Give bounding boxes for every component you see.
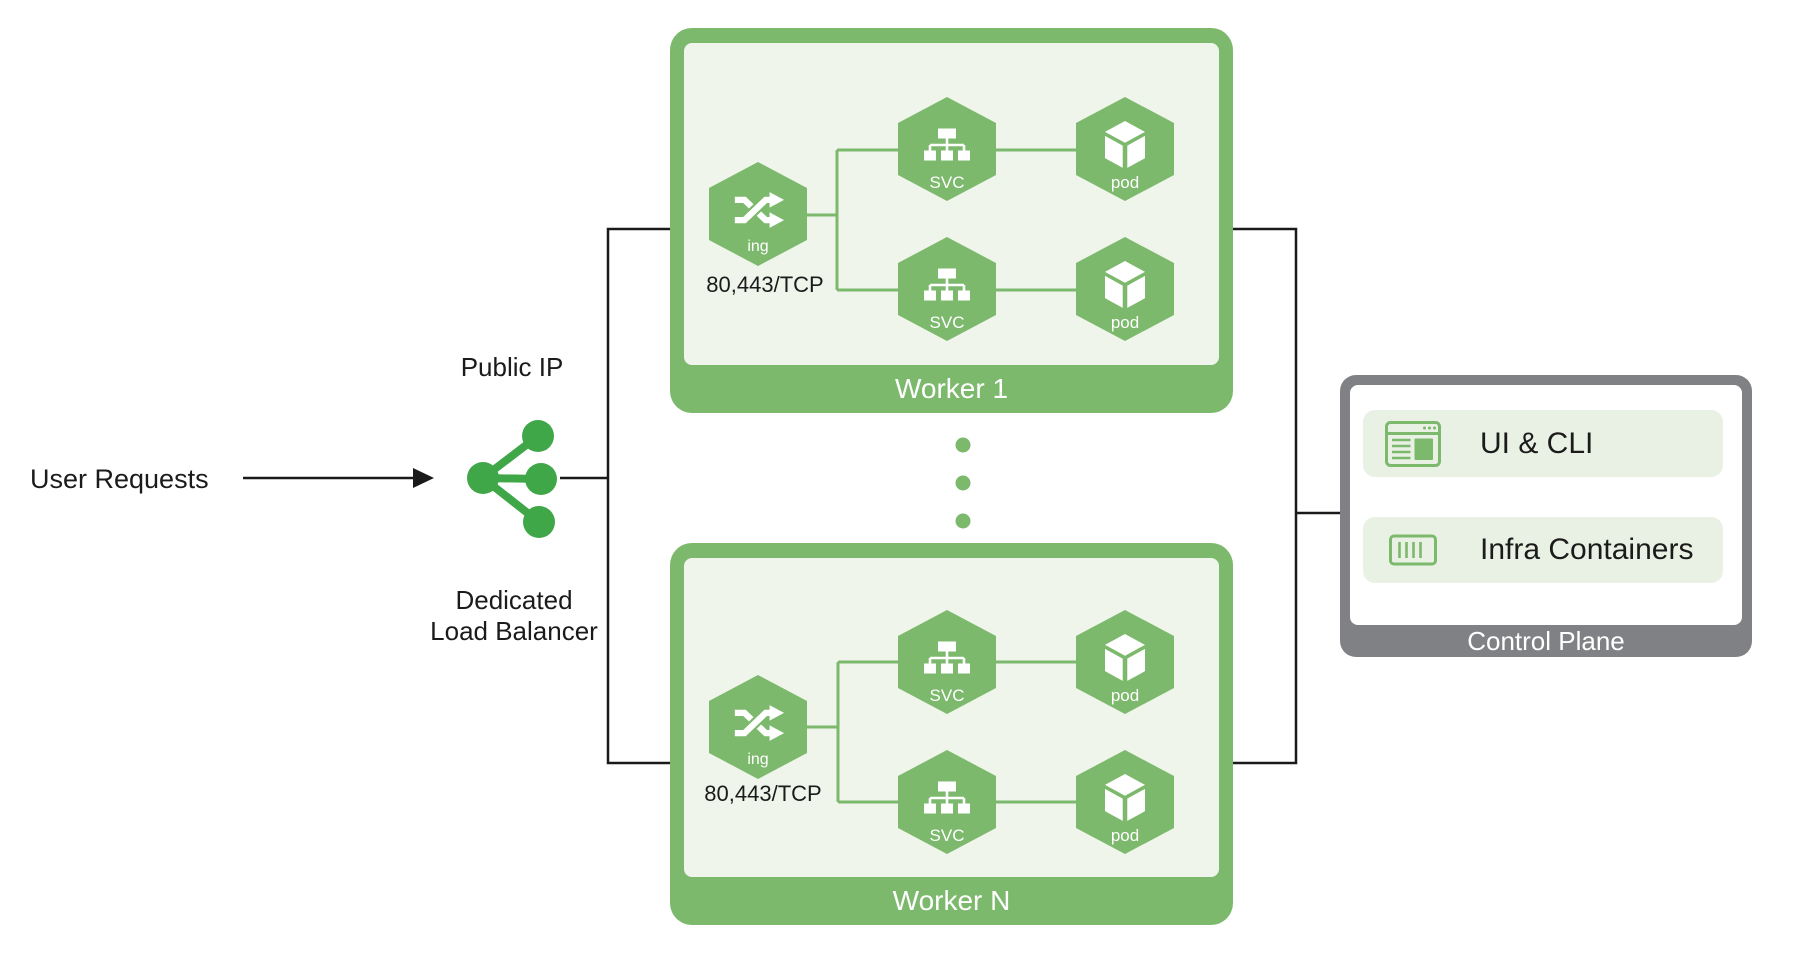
service-label: SVC	[929, 313, 965, 332]
load-balancer-label: Dedicated Load Balancer	[430, 585, 598, 647]
pod-hexagon: pod	[1076, 610, 1174, 714]
worker-title: Worker N	[892, 885, 1011, 916]
port-label: 80,443/TCP	[706, 272, 824, 297]
service-label: SVC	[929, 826, 965, 845]
ui-cli-row: UI & CLI	[1363, 410, 1723, 477]
control-plane-box: UI & CLI Infra Containers Control Plane	[1340, 375, 1752, 657]
load-balancer-icon	[467, 420, 557, 538]
worker1-link-lines	[807, 148, 1076, 292]
worker-box-n: ing SVC SVC	[670, 543, 1233, 925]
service-label: SVC	[929, 686, 965, 705]
cube-icon	[1105, 634, 1145, 681]
ingress-label: ing	[747, 238, 769, 255]
cube-icon	[1105, 121, 1145, 168]
worker-title: Worker 1	[894, 373, 1009, 404]
ingress-label: ing	[747, 751, 769, 768]
container-icon	[1389, 534, 1437, 566]
worker-box-1: ing SVC SVC	[670, 28, 1233, 413]
control-plane-title: Control Plane	[1467, 625, 1625, 656]
service-label: SVC	[929, 173, 965, 192]
ui-cli-label: UI & CLI	[1480, 426, 1594, 460]
service-tree-icon	[924, 128, 970, 161]
connector-right	[1233, 227, 1340, 765]
load-balancer-label-line2: Load Balancer	[430, 616, 598, 646]
pod-hexagon: pod	[1076, 97, 1174, 201]
pod-label: pod	[1110, 826, 1140, 845]
ellipsis-dots	[955, 437, 971, 529]
infra-containers-row: Infra Containers	[1363, 517, 1723, 583]
pod-hexagon: pod	[1076, 750, 1174, 854]
connector-left	[560, 227, 670, 765]
user-requests-label: User Requests	[30, 464, 209, 494]
cube-icon	[1105, 261, 1145, 308]
service-tree-icon	[924, 781, 970, 814]
service-tree-icon	[924, 268, 970, 301]
public-ip-label: Public IP	[460, 352, 564, 382]
load-balancer-label-line1: Dedicated	[455, 585, 573, 615]
shuffle-icon	[734, 192, 785, 228]
pod-label: pod	[1110, 313, 1140, 332]
pod-label: pod	[1110, 173, 1140, 192]
infra-containers-label: Infra Containers	[1480, 533, 1694, 566]
pod-label: pod	[1110, 686, 1140, 705]
cube-icon	[1105, 774, 1145, 821]
shuffle-icon	[734, 705, 785, 741]
pod-hexagon: pod	[1076, 237, 1174, 341]
browser-window-icon	[1385, 420, 1441, 467]
service-tree-icon	[924, 641, 970, 674]
workerN-link-lines	[807, 660, 1076, 804]
port-label: 80,443/TCP	[704, 781, 822, 806]
request-arrow	[243, 468, 434, 488]
